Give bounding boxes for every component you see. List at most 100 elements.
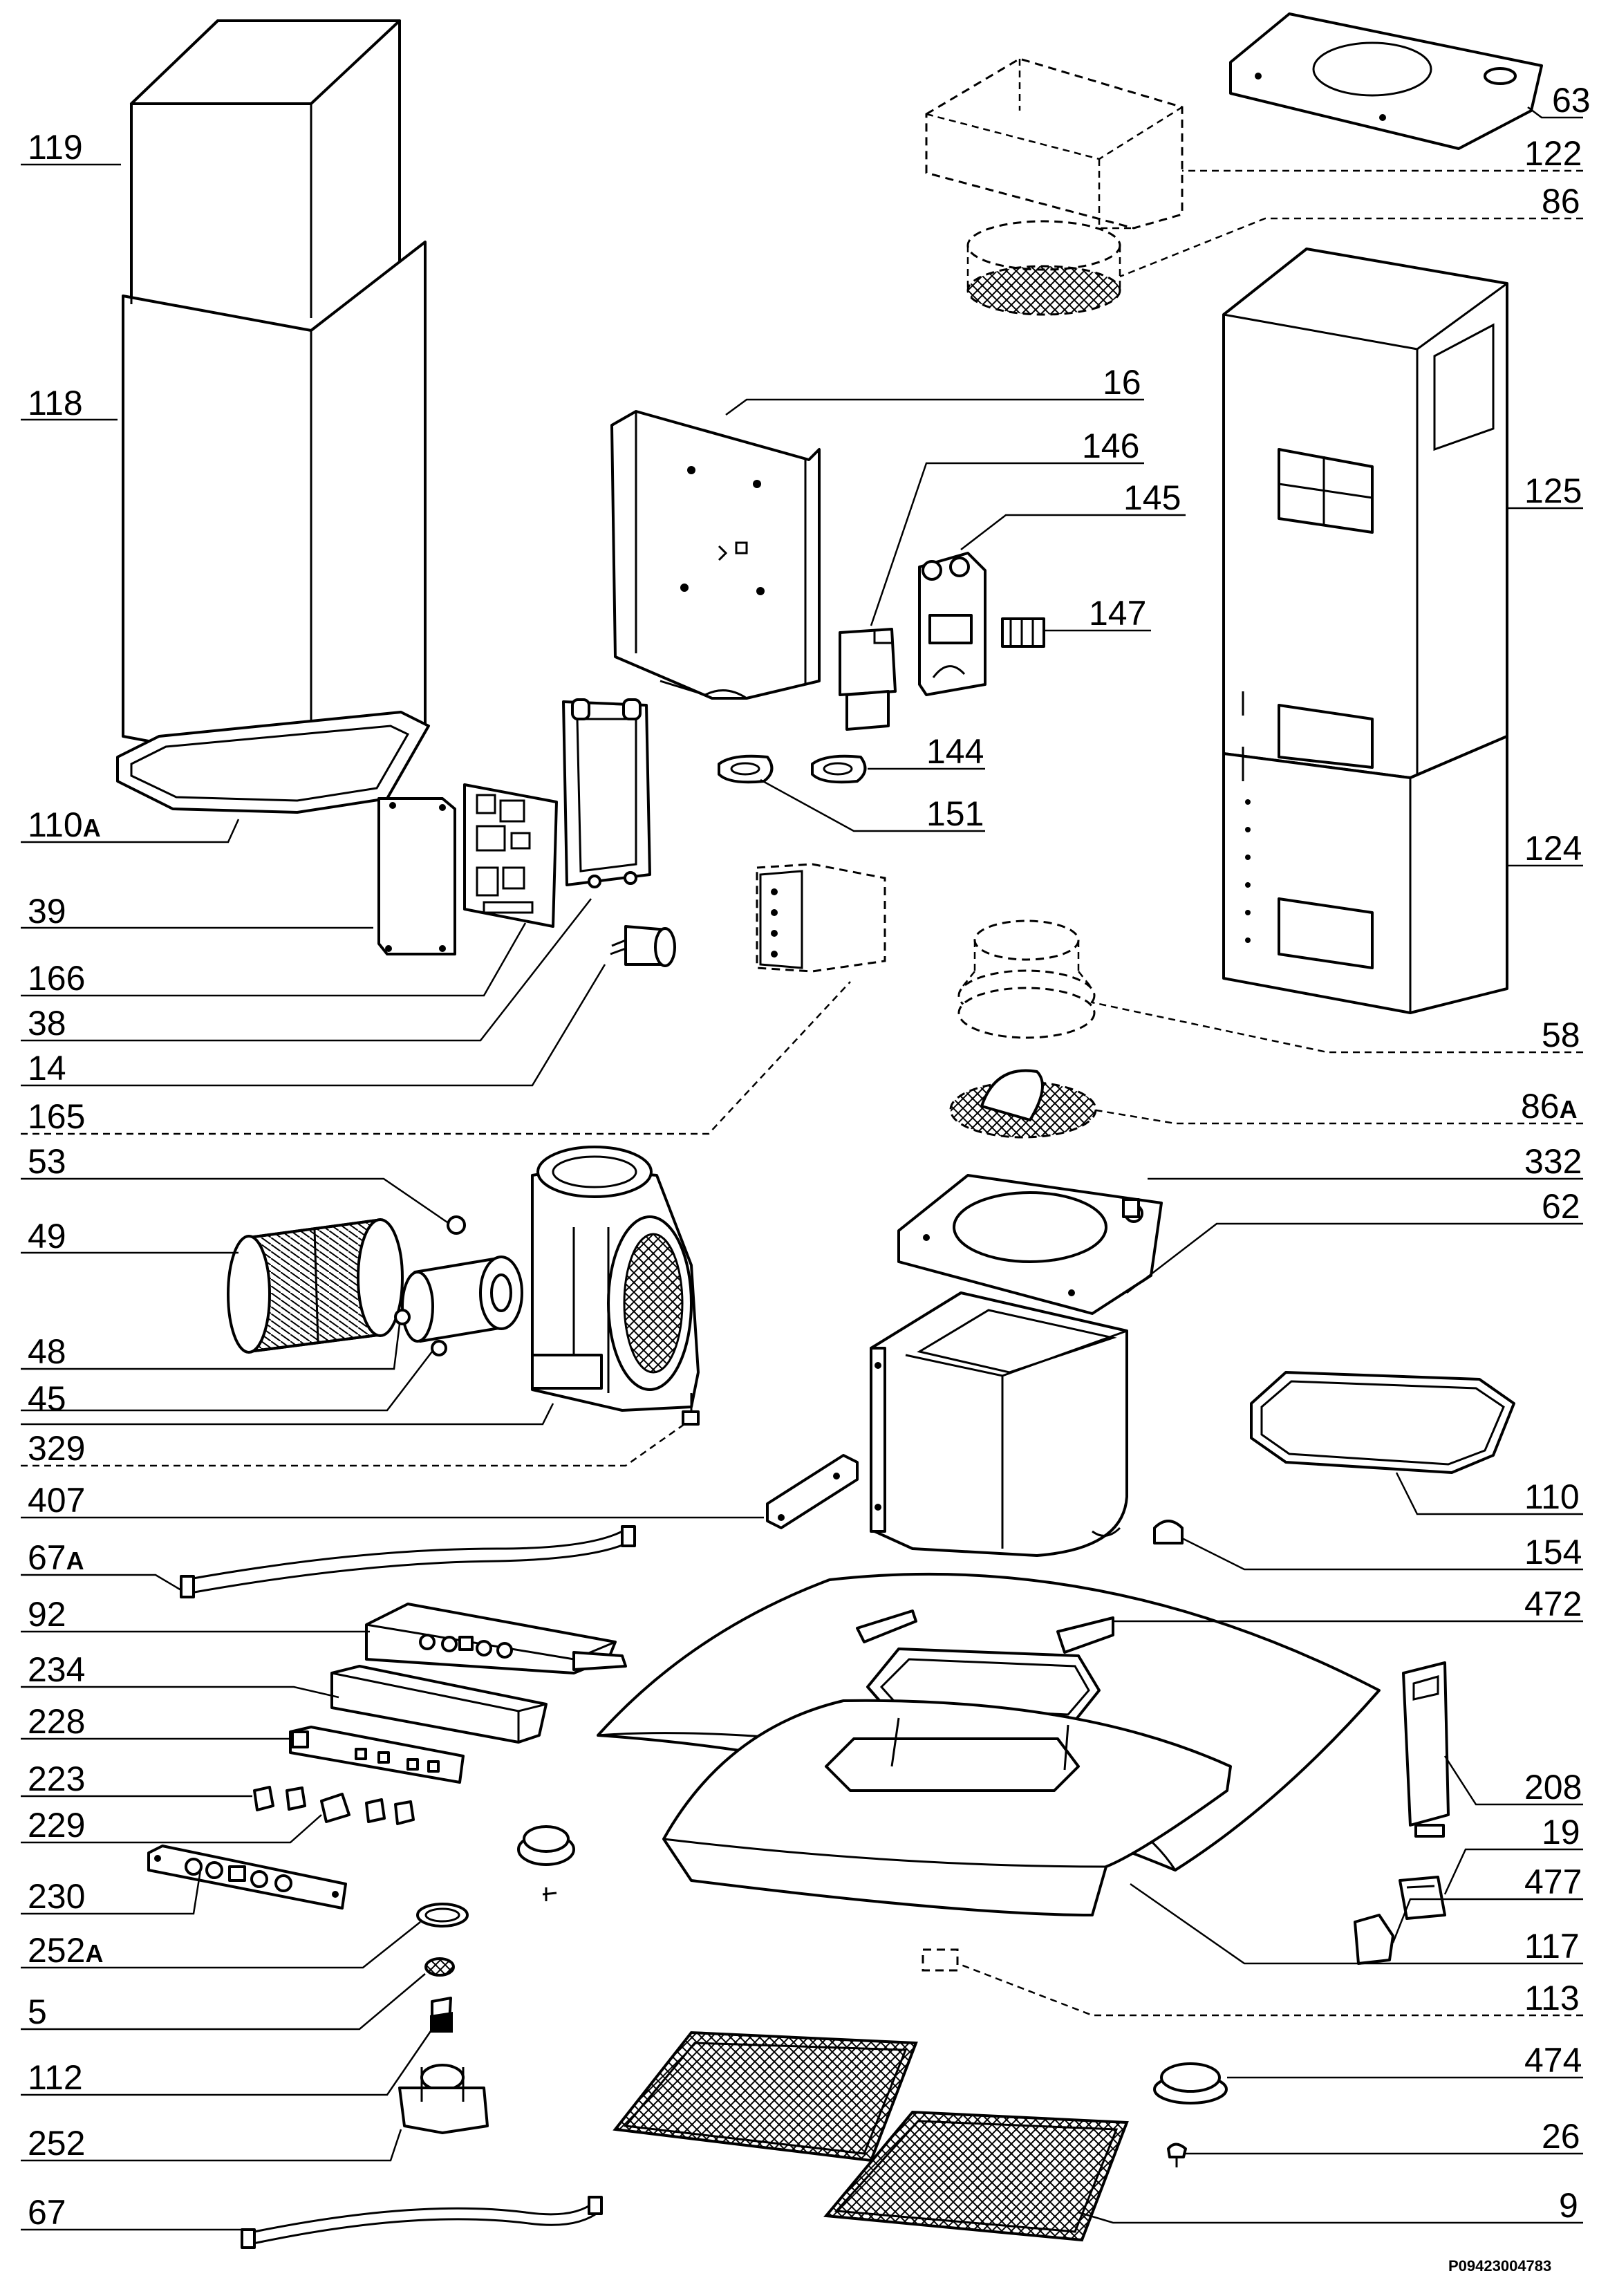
part-234-bracket xyxy=(330,1665,548,1744)
part-5-lens xyxy=(424,1957,455,1977)
label-329: 329 xyxy=(28,1429,85,1468)
label-5: 5 xyxy=(28,1992,47,2031)
label-124: 124 xyxy=(1524,829,1582,868)
label-110: 110 xyxy=(1524,1477,1580,1516)
part-329-scroll-housing xyxy=(531,1146,700,1426)
part-145-terminal xyxy=(918,552,986,696)
label-86: 86 xyxy=(1542,182,1580,221)
label-234: 234 xyxy=(28,1650,85,1689)
part-110-gasket xyxy=(1250,1371,1515,1474)
label-86a: 86A xyxy=(1521,1087,1578,1126)
label-125: 125 xyxy=(1524,472,1582,510)
label-113: 113 xyxy=(1524,1979,1580,2017)
leader-lines xyxy=(21,106,1583,2231)
label-165: 165 xyxy=(28,1097,85,1136)
label-252a: 252A xyxy=(28,1931,103,1970)
part-332-flange xyxy=(897,1174,1163,1315)
part-67a-cable xyxy=(180,1525,636,1598)
label-45: 45 xyxy=(28,1379,66,1418)
part-63-top-plate xyxy=(1229,12,1543,150)
part-477-cover xyxy=(1354,1914,1394,1965)
part-113-label xyxy=(922,1948,959,1972)
label-145: 145 xyxy=(1123,478,1181,517)
part-19-holder xyxy=(1399,1876,1446,1920)
part-474-lamp xyxy=(1153,2062,1228,2104)
part-223-229-knobs xyxy=(253,1786,415,1825)
label-228: 228 xyxy=(28,1702,85,1741)
part-407-bracket xyxy=(766,1454,859,1529)
label-229: 229 xyxy=(28,1806,85,1845)
label-118: 118 xyxy=(28,384,83,422)
label-9: 9 xyxy=(1559,2186,1578,2225)
label-53: 53 xyxy=(28,1142,66,1181)
label-38: 38 xyxy=(28,1004,66,1043)
label-144: 144 xyxy=(926,732,984,771)
label-407: 407 xyxy=(28,1481,85,1520)
document-reference: P09423004783 xyxy=(1448,2257,1551,2275)
part-53-48-45-motor xyxy=(394,1215,523,1356)
part-lamp-upper xyxy=(517,1825,575,1901)
label-208: 208 xyxy=(1524,1768,1582,1807)
label-477: 477 xyxy=(1524,1863,1582,1901)
part-26-bulb xyxy=(1167,2143,1187,2167)
label-112: 112 xyxy=(28,2058,83,2097)
label-39: 39 xyxy=(28,892,66,931)
part-147-connector xyxy=(1001,617,1045,648)
part-39-cover xyxy=(377,797,456,955)
part-165-terminal-block xyxy=(756,863,886,973)
part-144-151-grommets xyxy=(718,754,867,784)
label-58: 58 xyxy=(1542,1016,1580,1054)
part-122-transition xyxy=(925,57,1184,230)
label-63: 63 xyxy=(1552,81,1591,120)
part-154-clip xyxy=(1153,1520,1184,1544)
part-14-capacitor xyxy=(610,925,676,967)
part-117-hood-body xyxy=(662,1699,1232,1916)
part-230-panel xyxy=(147,1845,347,1910)
part-67-cable xyxy=(241,2196,603,2249)
part-49-impeller xyxy=(227,1218,404,1354)
part-92-bracket xyxy=(365,1603,627,1674)
label-26: 26 xyxy=(1542,2117,1580,2156)
label-223: 223 xyxy=(28,1760,85,1798)
label-151: 151 xyxy=(926,794,984,833)
part-125-chimney-frame xyxy=(1222,248,1508,779)
callout-labels: 119 118 110A 39 166 38 14 165 53 49 48 4… xyxy=(28,81,1591,2275)
label-332: 332 xyxy=(1524,1142,1582,1181)
label-110a: 110A xyxy=(28,805,101,844)
label-16: 16 xyxy=(1103,363,1141,402)
label-474: 474 xyxy=(1524,2041,1582,2080)
label-117: 117 xyxy=(1524,1927,1580,1966)
part-124-lower-frame xyxy=(1222,735,1508,1014)
label-62: 62 xyxy=(1542,1187,1580,1226)
label-49: 49 xyxy=(28,1217,66,1256)
part-252a-lamp-ring xyxy=(416,1903,469,1928)
label-67: 67 xyxy=(28,2193,66,2232)
part-86-carbon-filter xyxy=(966,220,1121,316)
part-146-switch xyxy=(839,628,897,731)
part-58-reducer xyxy=(957,920,1096,1039)
part-208-transformer xyxy=(1402,1661,1450,1838)
label-48: 48 xyxy=(28,1332,66,1371)
part-252-lamp-holder xyxy=(398,2064,489,2134)
part-86a-filter xyxy=(949,1069,1097,1139)
part-16-mounting-plate xyxy=(610,410,821,700)
label-166: 166 xyxy=(28,959,85,998)
part-112-lamp xyxy=(430,1997,453,2033)
part-9-grease-filters xyxy=(613,2031,1129,2242)
part-119-inner-chimney xyxy=(130,19,401,389)
part-38-pcb-box xyxy=(562,698,651,888)
label-252: 252 xyxy=(28,2124,85,2163)
label-19: 19 xyxy=(1542,1813,1580,1851)
label-67a: 67A xyxy=(28,1538,84,1577)
part-228-switchboard xyxy=(289,1726,465,1784)
label-14: 14 xyxy=(28,1049,66,1088)
part-166-pcb xyxy=(463,783,558,928)
label-147: 147 xyxy=(1089,594,1146,633)
label-119: 119 xyxy=(28,128,83,167)
label-122: 122 xyxy=(1524,134,1582,173)
label-92: 92 xyxy=(28,1595,66,1634)
label-230: 230 xyxy=(28,1877,85,1916)
label-472: 472 xyxy=(1524,1585,1582,1623)
label-146: 146 xyxy=(1082,427,1139,465)
